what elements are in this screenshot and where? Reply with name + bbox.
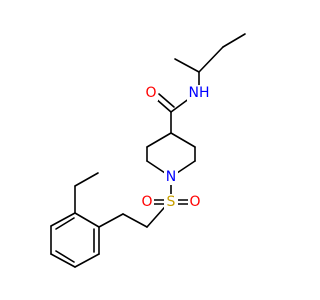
bond-ethyl-ch3 bbox=[222, 33, 246, 48]
atom-mask-sulfonyl-oxygen-right bbox=[188, 194, 202, 210]
atom-carbonyl-oxygen: O bbox=[145, 85, 156, 101]
atom-sulfonyl-oxygen-right: O bbox=[189, 194, 200, 210]
bond-ring-c5-c4 bbox=[146, 132, 172, 148]
atom-mask-amide-nitrogen bbox=[187, 85, 211, 101]
bond-aryl-3-4 bbox=[50, 212, 76, 227]
bond-aryl-1-2 bbox=[98, 213, 124, 228]
atom-ring-nitrogen: N bbox=[166, 169, 176, 185]
bond-aryl-double-2 bbox=[55, 217, 75, 230]
bond-ethyl-ch2 bbox=[198, 46, 224, 73]
bond-aryl-6-1 bbox=[74, 253, 100, 268]
molecule-structure: O NH N S O O bbox=[50, 33, 246, 268]
bond-ch2-aryl bbox=[122, 213, 148, 228]
bond-aryl-methyl-end bbox=[74, 172, 99, 187]
atom-mask-ring-nitrogen bbox=[164, 169, 178, 185]
bond-methyl bbox=[174, 58, 200, 73]
bond-aryl-double-3 bbox=[55, 250, 75, 263]
bond-nh-carbonyl bbox=[170, 97, 191, 113]
bond-ring-c4-c3 bbox=[170, 132, 196, 148]
atom-mask-sulfonyl-oxygen-left bbox=[140, 194, 154, 210]
atom-mask-sulfur bbox=[164, 194, 178, 210]
atom-mask-carbonyl-oxygen bbox=[144, 85, 158, 101]
atom-layer: O NH N S O O bbox=[140, 85, 211, 210]
bond-carbonyl-double-b bbox=[158, 93, 175, 108]
atom-sulfur: S bbox=[167, 194, 176, 210]
bond-aryl-5-6 bbox=[50, 253, 76, 268]
atom-amide-nitrogen: NH bbox=[189, 85, 210, 101]
bond-layer bbox=[50, 33, 246, 268]
bond-aryl-2-3 bbox=[74, 212, 100, 228]
atom-sulfonyl-oxygen-left: O bbox=[141, 194, 152, 210]
